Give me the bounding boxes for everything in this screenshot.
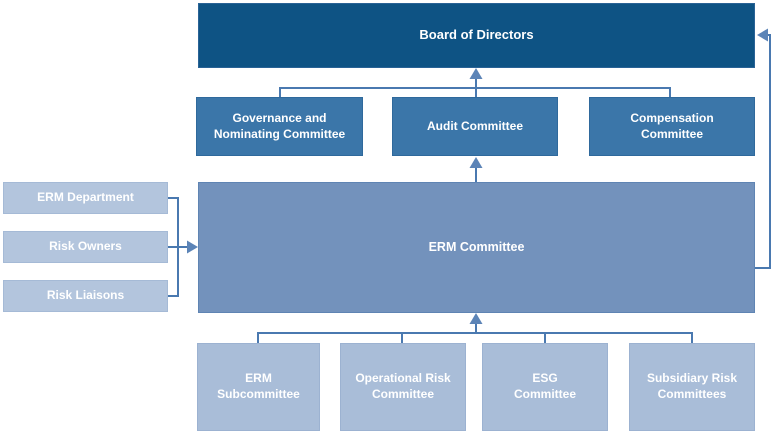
node-label: Operational Risk Committee — [355, 371, 451, 401]
node-risk-owners: Risk Owners — [3, 231, 168, 263]
node-esg-committee: ESG Committee — [482, 343, 608, 431]
node-label: Risk Liaisons — [46, 288, 125, 303]
node-label: ERM Committee — [428, 240, 525, 255]
node-label: ERM Department — [37, 190, 134, 205]
edge-subcommittees-to-erm — [257, 313, 693, 343]
edge-committees-to-board — [279, 68, 671, 97]
node-label: Compensation Committee — [630, 110, 714, 141]
node-erm-department: ERM Department — [3, 182, 168, 214]
node-compensation-committee: Compensation Committee — [589, 97, 755, 156]
node-board-of-directors: Board of Directors — [198, 3, 755, 68]
node-label: ESG Committee — [513, 371, 576, 401]
node-operational-risk-committee: Operational Risk Committee — [340, 343, 466, 431]
edge-erm-to-board-right-loop — [755, 28, 771, 269]
node-label: Board of Directors — [419, 27, 534, 43]
edge-left-bracket-to-erm — [168, 197, 198, 297]
node-governance-nominating-committee: Governance and Nominating Committee — [196, 97, 363, 156]
node-label: ERM Subcommittee — [217, 371, 300, 401]
node-subsidiary-risk-committees: Subsidiary Risk Committees — [629, 343, 755, 431]
edge-erm-to-audit — [469, 157, 483, 182]
node-risk-liaisons: Risk Liaisons — [3, 280, 168, 312]
node-erm-committee: ERM Committee — [198, 182, 755, 313]
node-label: Governance and Nominating Committee — [213, 110, 346, 141]
node-erm-subcommittee: ERM Subcommittee — [197, 343, 320, 431]
node-label: Audit Committee — [427, 118, 523, 133]
node-label: Risk Owners — [49, 239, 122, 254]
node-audit-committee: Audit Committee — [392, 97, 558, 156]
node-label: Subsidiary Risk Committees — [646, 371, 738, 401]
